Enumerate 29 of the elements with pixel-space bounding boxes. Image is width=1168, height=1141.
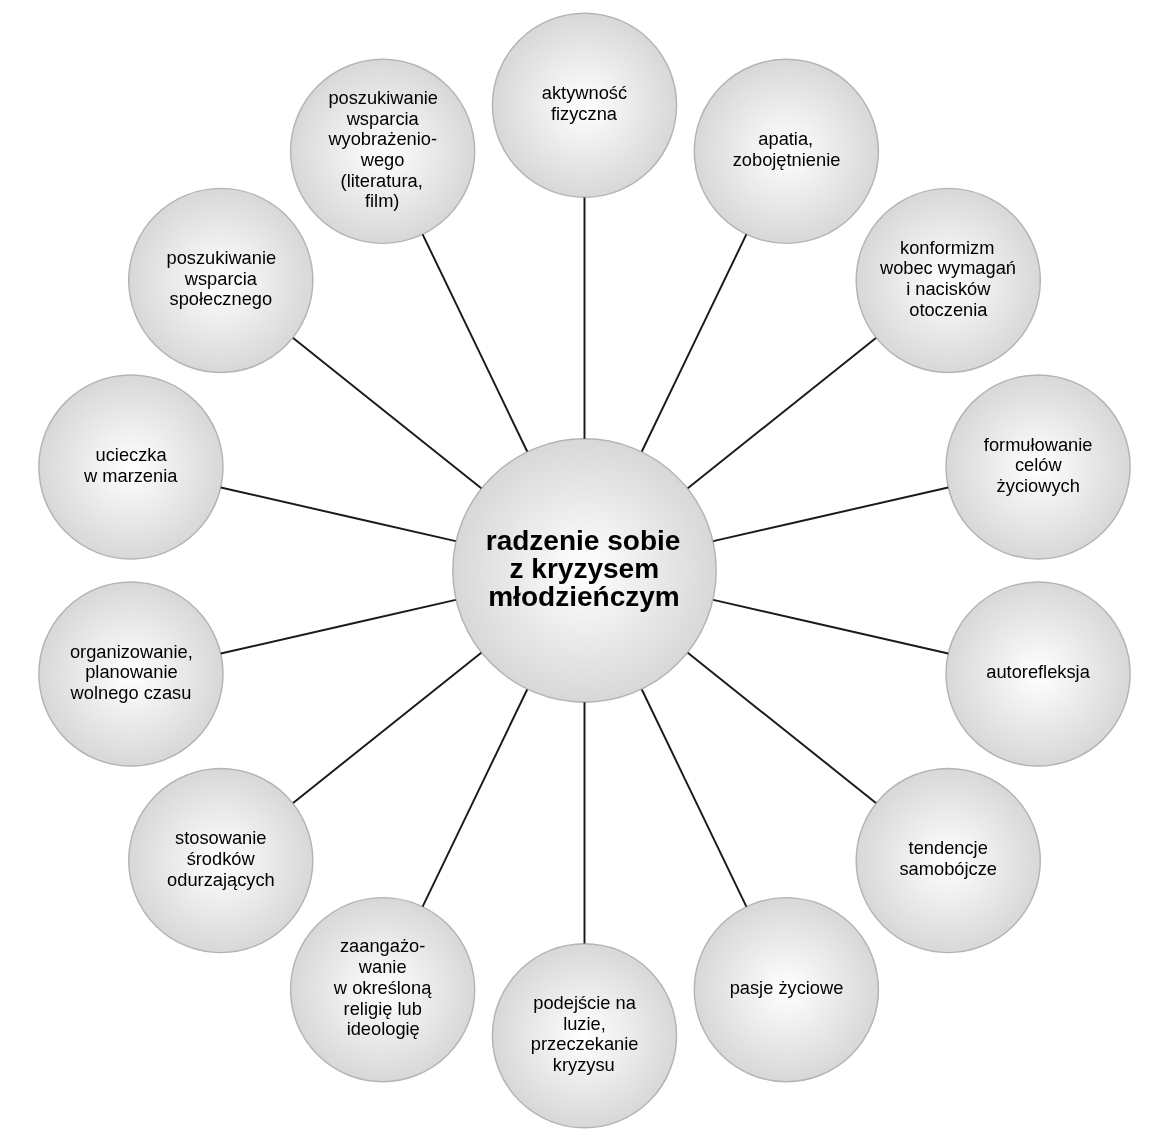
node-circle: pasje życiowe	[693, 896, 879, 1083]
connector	[640, 688, 747, 908]
node-circle: radzenie sobie z kryzysem młodzieńczym	[451, 438, 717, 703]
node-circle: tendencje samobójcze	[854, 767, 1041, 954]
node-circle: podejście na luzie, przeczekanie kryzysu	[491, 942, 677, 1129]
connector	[219, 486, 457, 543]
connector	[686, 651, 877, 804]
node-circle: organizowanie, planowanie wolnego czasu	[37, 581, 224, 767]
connector	[421, 233, 528, 453]
node-circle: poszukiwanie wsparcia społecznego	[127, 187, 314, 374]
node-circle: ucieczka w marzenia	[37, 374, 224, 560]
node-circle: konformizm wobec wymagań i nacisków otoczenia	[854, 187, 1041, 374]
node-circle: stosowanie środków odurzających	[127, 767, 314, 954]
connector	[640, 233, 747, 453]
connector	[219, 598, 457, 655]
node-circle: zaangażo-wanie w określoną religię lub ideologię	[289, 896, 475, 1083]
connector	[291, 651, 482, 804]
connector	[711, 486, 949, 543]
node-circle: poszukiwanie wsparcia wyobrażenio-wego (literatura, film)	[289, 58, 475, 245]
node-circle: aktywność fizyczna	[491, 12, 677, 199]
connector	[711, 598, 949, 655]
connector	[291, 337, 482, 490]
connector	[583, 701, 585, 945]
connector	[686, 337, 877, 490]
node-circle: autorefleksja	[944, 581, 1131, 767]
node-circle: apatia, zobojętnienie	[693, 58, 879, 245]
connector	[583, 196, 585, 440]
node-circle: formułowanie celów życiowych	[944, 374, 1131, 560]
connector	[421, 688, 528, 908]
